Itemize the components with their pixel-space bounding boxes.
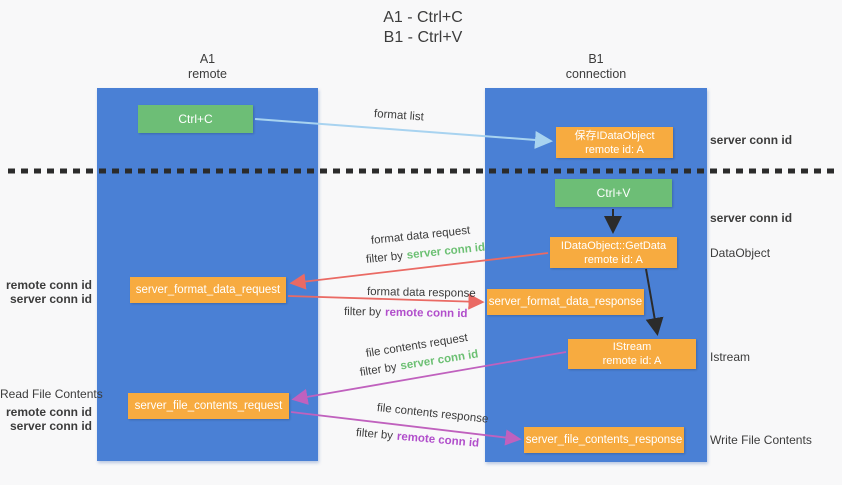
format-data-response-label: format data response	[366, 286, 476, 300]
server-file-contents-request-label: server_file_contents_request	[134, 400, 283, 412]
ctrl-v-box: Ctrl+V	[555, 179, 672, 207]
dataobject-annotation: DataObject	[710, 246, 771, 260]
remote-conn-id-text: remote conn id	[384, 306, 468, 321]
getdata-to-istream-arrow	[645, 268, 664, 336]
title-line-1: A1 - Ctrl+C	[383, 9, 463, 26]
server-file-contents-response-label: server_file_contents_response	[525, 434, 683, 446]
file-contents-request-arrow	[291, 351, 567, 405]
format-list-arrow	[254, 118, 553, 149]
server-conn-id-annotation-mid-right: server conn id	[710, 211, 793, 225]
istream-annotation: Istream	[710, 350, 751, 364]
server-file-contents-request-box: server_file_contents_request	[128, 393, 289, 419]
lifeline-b1-role: connection	[565, 67, 627, 81]
file-contents-response-arrow	[290, 411, 522, 446]
server-conn-id-annotation-left-1: server conn id	[9, 292, 92, 306]
server-format-data-request-box: server_format_data_request	[130, 277, 286, 303]
lifeline-b1-name: B1	[588, 52, 604, 66]
server-conn-id-annotation-left-2: server conn id	[9, 419, 92, 433]
server-format-data-response-label: server_format_data_response	[488, 296, 643, 308]
write-file-contents-annotation: Write File Contents	[710, 433, 812, 447]
read-file-contents-annotation: Read File Contents	[0, 387, 103, 401]
getdata-box: IDataObject::GetData remote id: A	[550, 237, 677, 268]
lifeline-header-b1: B1 connection	[485, 52, 707, 82]
server-format-data-response-box: server_format_data_response	[487, 289, 644, 315]
title-line-2: B1 - Ctrl+V	[383, 29, 463, 46]
server-format-data-request-label: server_format_data_request	[135, 284, 281, 296]
lifeline-a1-role: remote	[188, 67, 227, 81]
ctrl-v-label: Ctrl+V	[596, 186, 631, 200]
save-dataobject-line2: remote id: A	[585, 143, 644, 156]
save-dataobject-line1: 保存IDataObject	[574, 129, 655, 142]
ctrl-c-label: Ctrl+C	[178, 112, 213, 126]
save-dataobject-box: 保存IDataObject remote id: A	[556, 127, 673, 158]
server-file-contents-response-box: server_file_contents_response	[524, 427, 684, 453]
filter-by-text: filter by	[343, 306, 382, 319]
getdata-line1: IDataObject::GetData	[560, 239, 667, 252]
getdata-line2: remote id: A	[584, 253, 643, 266]
lifeline-header-a1: A1 remote	[97, 52, 318, 82]
istream-box: IStream remote id: A	[568, 339, 696, 369]
format-data-response-arrow	[287, 293, 485, 310]
remote-conn-id-annotation-left-2: remote conn id	[5, 405, 92, 419]
istream-line1: IStream	[612, 341, 652, 353]
diagram-title: A1 - Ctrl+C B1 - Ctrl+V	[323, 8, 523, 48]
remote-conn-id-annotation-left-1: remote conn id	[5, 278, 92, 292]
format-data-request-arrow	[289, 252, 549, 290]
ctrl-c-box: Ctrl+C	[138, 105, 253, 133]
lifeline-a1-name: A1	[199, 52, 216, 66]
istream-line2: remote id: A	[602, 355, 662, 367]
server-conn-id-annotation-top-right: server conn id	[710, 133, 793, 147]
